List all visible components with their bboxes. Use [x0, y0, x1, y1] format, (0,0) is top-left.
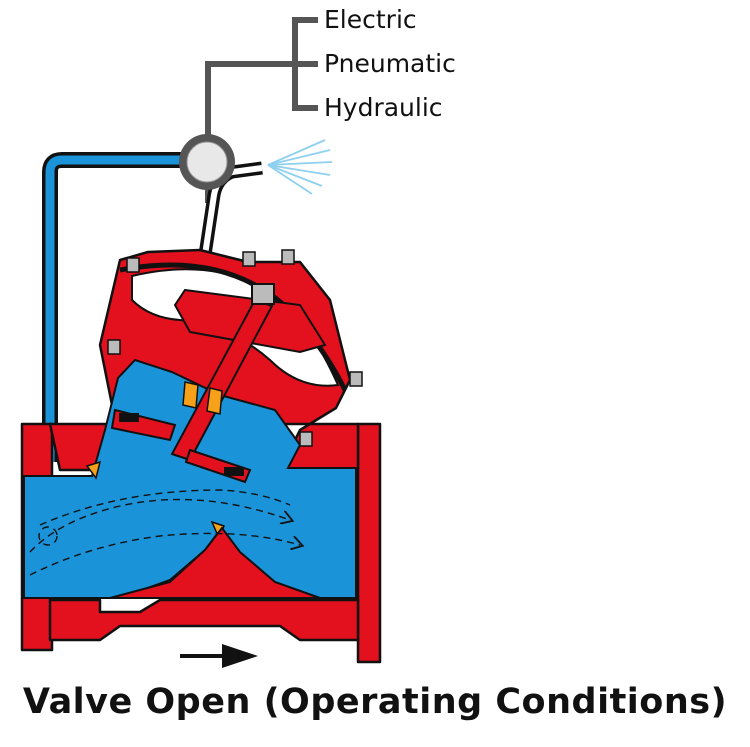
valve-stem	[110, 283, 275, 484]
diagram-caption: Valve Open (Operating Conditions)	[22, 682, 728, 722]
vent-spray-icon	[267, 139, 333, 195]
actuation-option-labels: Electric Pneumatic Hydraulic	[324, 5, 456, 122]
flange-bolts	[107, 249, 363, 447]
option-electric: Electric	[324, 5, 417, 34]
valve-seat	[109, 526, 321, 599]
arrow-right-icon	[180, 644, 258, 668]
supply-tube	[42, 152, 182, 462]
seals	[85, 381, 226, 540]
pilot-valve-icon	[179, 134, 235, 190]
option-hydraulic: Hydraulic	[324, 93, 443, 122]
flow-path	[29, 489, 300, 576]
option-pneumatic: Pneumatic	[324, 49, 456, 78]
